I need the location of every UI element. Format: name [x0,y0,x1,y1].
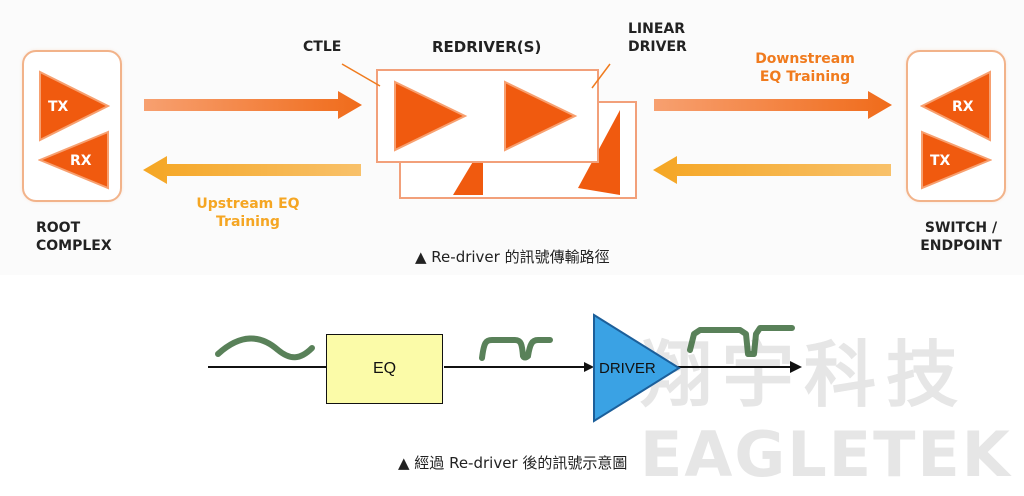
linear-driver-label: LINEAR DRIVER [628,20,687,56]
root-complex-rx-label: RX [70,153,92,169]
root-complex-label-line1: ROOT [36,220,81,236]
downstream-eq-label: Downstream EQ Training [745,50,865,86]
driven-waveform-icon [687,325,795,357]
ctle-triangle-icon [394,80,468,152]
arrow-upstream-right [653,156,891,184]
redriver-label: REDRIVER(S) [432,38,542,56]
upstream-label-line1: Upstream EQ [196,196,300,212]
switch-rx-triangle-icon: RX [920,70,991,142]
root-complex-label: ROOT COMPLEX [36,219,112,255]
switch-rx-label: RX [952,99,974,115]
bottom-signal-chain [208,325,802,373]
linear-driver-triangle-icon [504,80,578,152]
switch-endpoint-label-line2: ENDPOINT [920,238,1002,254]
switch-endpoint-label-line1: SWITCH / [924,220,998,236]
driver-label: DRIVER [599,360,656,377]
top-caption: ▲ Re-driver 的訊號傳輸路徑 [415,248,610,266]
pointer-lines [341,63,611,89]
switch-tx-label: TX [930,153,951,169]
eq-label: EQ [372,360,397,377]
arrow-downstream-right [654,91,892,119]
switch-endpoint-label: SWITCH / ENDPOINT [914,219,1008,255]
upstream-label-line2: Training [216,214,280,230]
downstream-label-line1: Downstream [755,51,855,67]
linear-driver-label-line2: DRIVER [628,39,687,55]
linear-driver-label-line1: LINEAR [628,21,686,37]
watermark-english: EAGLETEK [640,418,1012,491]
downstream-label-line2: EQ Training [759,69,851,85]
arrow-downstream-left [144,91,362,119]
upstream-eq-label: Upstream EQ Training [188,195,308,231]
root-complex-tx-triangle-icon: TX [39,70,110,142]
equalized-waveform-icon [479,337,553,361]
arrow-upstream-left [143,156,361,184]
redriver-front-box [376,69,599,163]
switch-tx-triangle-icon: TX [921,130,992,190]
ctle-label: CTLE [303,39,342,55]
root-complex-label-line2: COMPLEX [36,238,112,254]
eq-box: EQ [326,334,443,404]
root-complex-tx-label: TX [48,99,69,115]
bottom-caption: ▲ 經過 Re-driver 後的訊號示意圖 [398,454,628,472]
root-complex-rx-triangle-icon: RX [38,130,109,190]
driver-triangle-icon [593,313,681,423]
input-waveform-icon [215,335,315,361]
